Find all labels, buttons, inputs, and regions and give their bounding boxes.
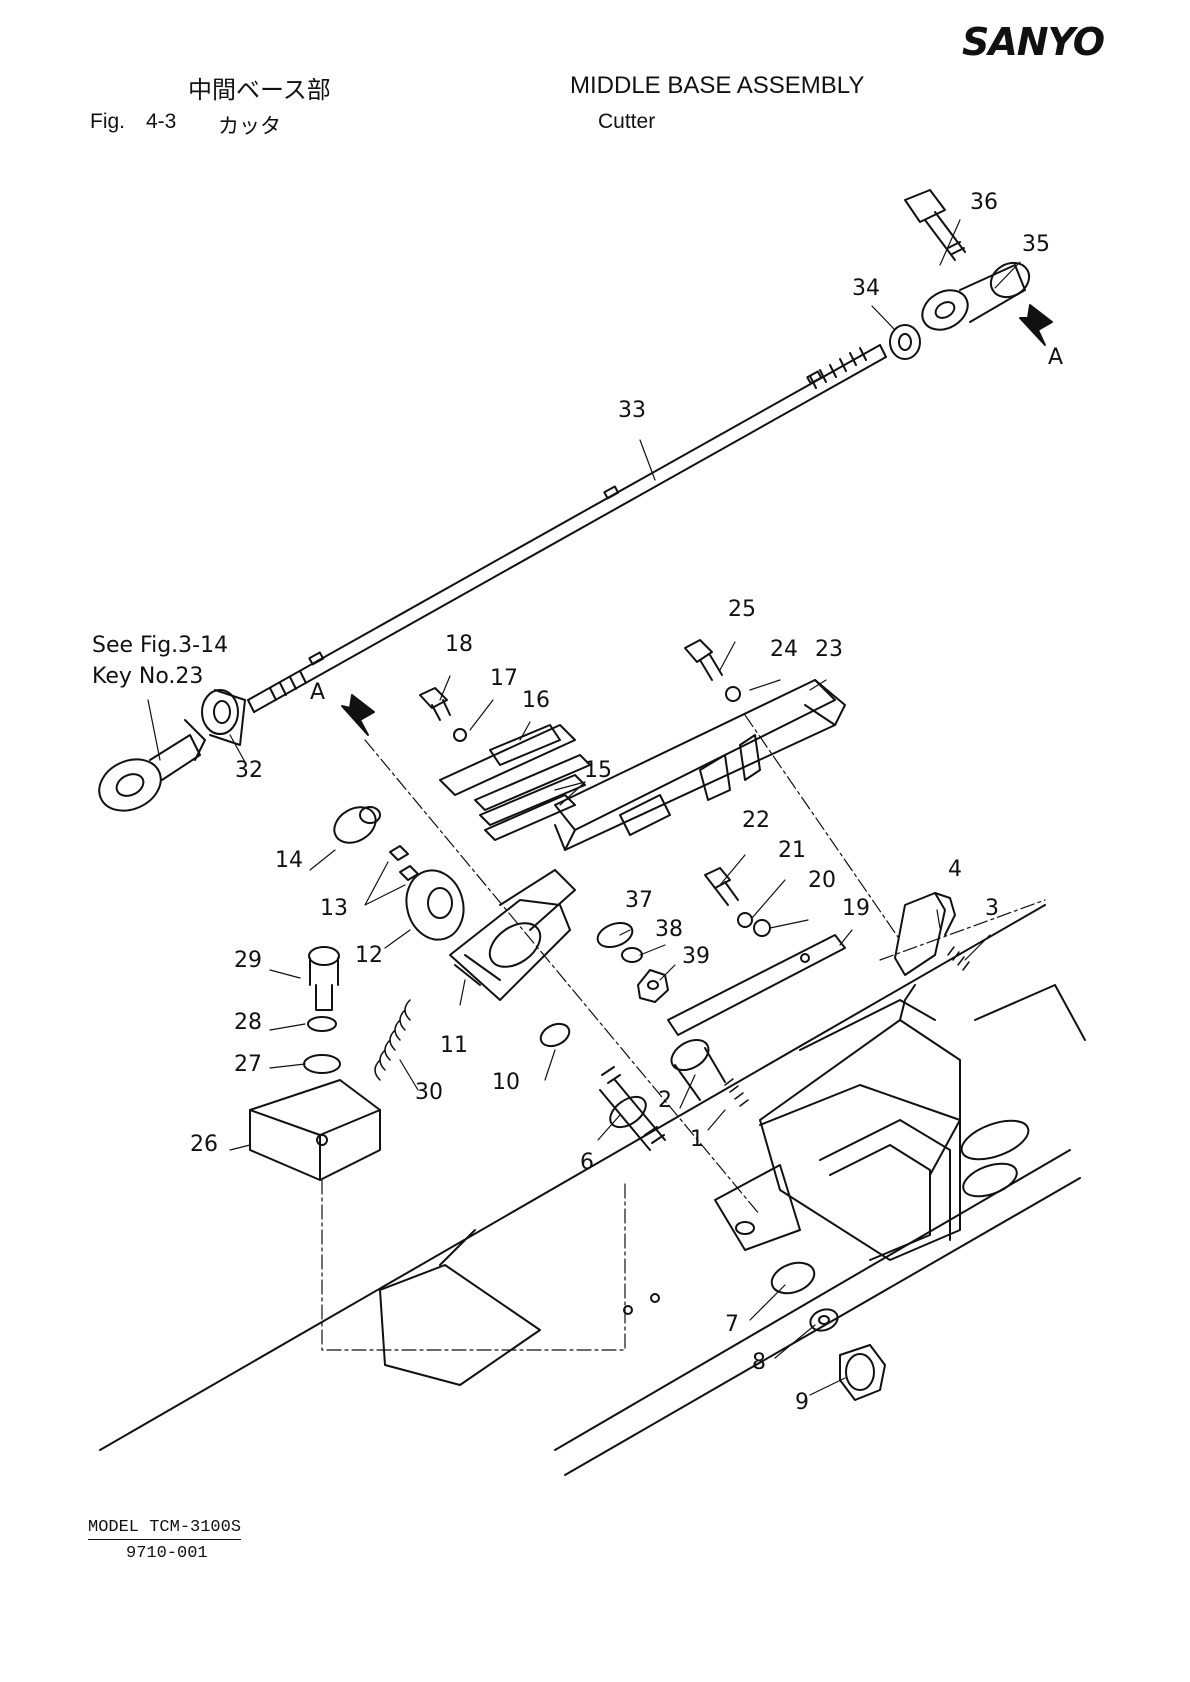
callout-34: 34 <box>852 276 880 301</box>
callout-4: 4 <box>948 857 962 882</box>
callout-14: 14 <box>275 848 303 873</box>
callout-13: 13 <box>320 896 348 921</box>
callout-17: 17 <box>490 666 518 691</box>
callout-12: 12 <box>355 943 383 968</box>
screw-18 <box>420 688 450 720</box>
rod-end-right-35 <box>915 256 1035 337</box>
callout-11: 11 <box>440 1033 468 1058</box>
callout-29: 29 <box>234 948 262 973</box>
callout-32: 32 <box>235 758 263 783</box>
washer-21 <box>738 913 752 927</box>
washer-28 <box>308 1017 336 1031</box>
model-number: MODEL TCM-3100S <box>88 1518 241 1540</box>
callout-38: 38 <box>655 917 683 942</box>
rod-end-left <box>91 720 205 820</box>
callout-20: 20 <box>808 868 836 893</box>
screw-22 <box>705 868 738 905</box>
callout-a-left: A <box>310 680 325 705</box>
callout-7: 7 <box>725 1312 739 1337</box>
callout-9: 9 <box>795 1390 809 1415</box>
washer-20 <box>754 920 770 936</box>
mounting-body <box>715 985 960 1260</box>
callout-25: 25 <box>728 597 756 622</box>
stud-6 <box>600 1067 665 1150</box>
lever-11 <box>450 870 575 1000</box>
key-number-reference: Key No.23 <box>92 664 203 689</box>
document-number: 9710-001 <box>126 1544 208 1563</box>
washer-27 <box>304 1055 340 1073</box>
screw-29 <box>309 947 339 1010</box>
callout-15: 15 <box>584 758 612 783</box>
screw-25 <box>685 640 722 680</box>
callout-8: 8 <box>752 1350 766 1375</box>
callout-18: 18 <box>445 632 473 657</box>
washer-10 <box>537 1020 573 1051</box>
washer-37 <box>594 919 635 952</box>
callout-19: 19 <box>842 896 870 921</box>
see-figure-reference: See Fig.3-14 <box>92 633 228 658</box>
callout-23: 23 <box>815 637 843 662</box>
base-plate <box>100 905 1085 1475</box>
callout-2: 2 <box>658 1088 672 1113</box>
nut-32 <box>202 690 245 745</box>
arrow-a-left <box>342 695 374 735</box>
collar-14 <box>328 800 382 850</box>
callout-39: 39 <box>682 944 710 969</box>
callout-26: 26 <box>190 1132 218 1157</box>
callout-35: 35 <box>1022 232 1050 257</box>
callout-10: 10 <box>492 1070 520 1095</box>
callout-37: 37 <box>625 888 653 913</box>
callout-28: 28 <box>234 1010 262 1035</box>
callout-16: 16 <box>522 688 550 713</box>
washer-7 <box>768 1257 819 1298</box>
screws-13 <box>390 846 418 880</box>
callout-27: 27 <box>234 1052 262 1077</box>
washer-24 <box>726 687 740 701</box>
washer-17 <box>454 729 466 741</box>
nut-39 <box>638 970 668 1002</box>
callout-a-right: A <box>1048 345 1063 370</box>
callout-22: 22 <box>742 808 770 833</box>
callout-6: 6 <box>580 1150 594 1175</box>
callout-1: 1 <box>690 1127 704 1152</box>
screw-36 <box>905 190 965 260</box>
block-26 <box>250 1080 380 1180</box>
washer-38 <box>622 948 642 962</box>
nut-9 <box>840 1345 885 1400</box>
callout-30: 30 <box>415 1080 443 1105</box>
callout-3: 3 <box>985 896 999 921</box>
callout-33: 33 <box>618 398 646 423</box>
callout-36: 36 <box>970 190 998 215</box>
leader-lines <box>148 220 1020 1395</box>
callout-24: 24 <box>770 637 798 662</box>
roller-2 <box>666 1034 725 1100</box>
arrow-a-right <box>1020 305 1052 345</box>
callout-21: 21 <box>778 838 806 863</box>
bearing-12 <box>399 864 471 946</box>
